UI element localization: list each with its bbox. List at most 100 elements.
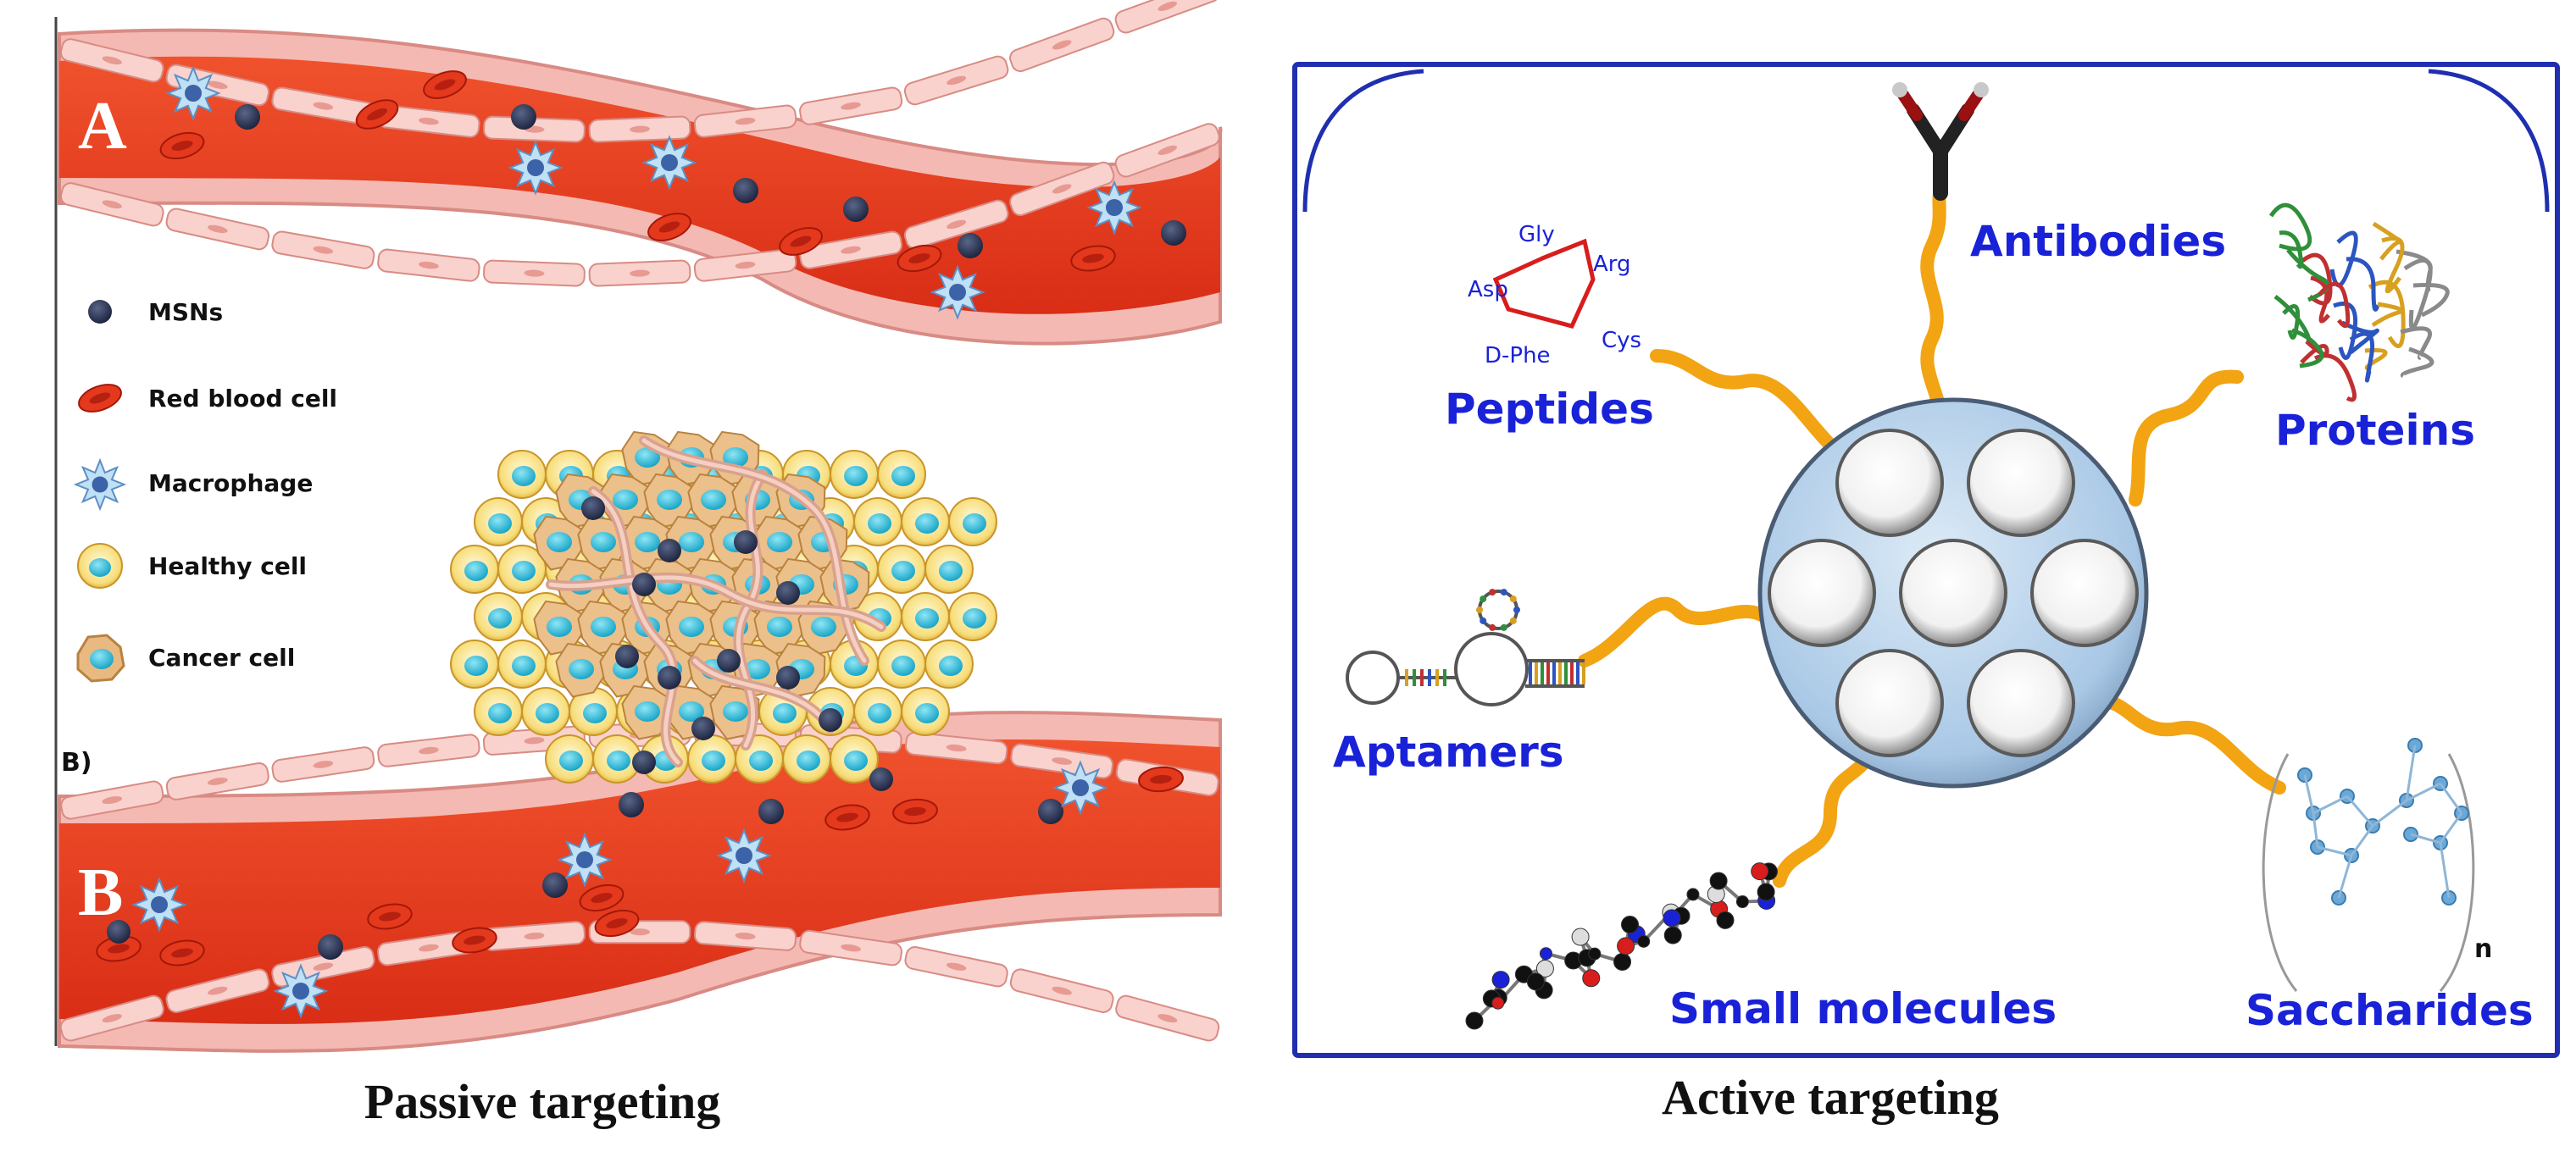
molecule-atom bbox=[1527, 973, 1544, 990]
red-blood-cell-icon bbox=[75, 379, 125, 417]
msn-particle bbox=[733, 178, 758, 203]
molecule-atom bbox=[1621, 917, 1638, 933]
msn-icon bbox=[88, 300, 112, 324]
healthy-cell-nucleus bbox=[844, 466, 868, 486]
msn-particle bbox=[318, 934, 343, 960]
legend-item-red-blood-cell: Red blood cell bbox=[75, 379, 337, 417]
macrophage-nucleus bbox=[661, 154, 678, 171]
cancer-cell-nucleus bbox=[547, 617, 572, 637]
molecule-atom bbox=[1752, 863, 1768, 880]
nanoparticle-pore bbox=[1968, 651, 2074, 756]
vessel-b-label: B bbox=[78, 856, 123, 930]
legend-label-msns: MSNs bbox=[148, 298, 223, 326]
healthy-cell-nucleus bbox=[963, 513, 986, 534]
healthy-cell-nucleus bbox=[915, 608, 939, 629]
nanoparticle-pore bbox=[1901, 540, 2006, 645]
msn-particle bbox=[511, 104, 536, 130]
aptamer-nucleotide bbox=[1513, 606, 1520, 613]
healthy-cell-nucleus bbox=[963, 608, 986, 629]
legend: MSNs Red blood cell Macrophage Healthy c… bbox=[75, 298, 337, 681]
aptamer-nucleotide bbox=[1510, 618, 1517, 624]
cancer-cell-nucleus bbox=[635, 532, 660, 552]
cancer-cell-nucleus bbox=[657, 490, 682, 510]
msn-particle bbox=[843, 197, 869, 222]
healthy-cell-nucleus bbox=[844, 750, 868, 771]
vessel-a-label: A bbox=[78, 89, 127, 163]
healthy-cell-nucleus bbox=[915, 703, 939, 723]
molecule-atom bbox=[1572, 928, 1589, 945]
molecule-atom bbox=[1583, 970, 1600, 987]
blood-vessel-a bbox=[59, 0, 1222, 344]
nanoparticle-pore bbox=[1837, 430, 1942, 535]
msn-particle bbox=[776, 581, 800, 605]
healthy-cell-nucleus bbox=[891, 466, 915, 486]
legend-label-macrophage: Macrophage bbox=[148, 469, 313, 497]
nanoparticle-pore bbox=[1837, 651, 1942, 756]
aptamer-nucleotide bbox=[1480, 618, 1486, 624]
label-aptamers: Aptamers bbox=[1333, 728, 1564, 777]
msn-particle bbox=[658, 539, 681, 562]
cancer-cell-nucleus bbox=[613, 490, 638, 510]
healthy-cell-nucleus bbox=[939, 561, 963, 581]
label-antibodies: Antibodies bbox=[1970, 217, 2226, 266]
macrophage-nucleus bbox=[151, 896, 168, 913]
healthy-cell-nucleus bbox=[915, 513, 939, 534]
msn-particle bbox=[776, 666, 800, 690]
macrophage-nucleus bbox=[576, 851, 593, 868]
healthy-cell-nucleus bbox=[583, 703, 607, 723]
healthy-cell-nucleus bbox=[512, 561, 536, 581]
molecule-atom bbox=[1618, 938, 1635, 955]
molecule-atom bbox=[1757, 883, 1774, 900]
msn-particle bbox=[1038, 799, 1063, 824]
nanoparticle-pore bbox=[2032, 540, 2137, 645]
aptamer-nucleotide bbox=[1489, 624, 1496, 631]
molecule-atom bbox=[1717, 911, 1734, 928]
healthy-cell-nucleus bbox=[868, 703, 891, 723]
macrophage-nucleus bbox=[736, 847, 752, 864]
msn-particle bbox=[734, 530, 758, 554]
healthy-cell-nucleus bbox=[512, 656, 536, 676]
cancer-cell-nucleus bbox=[679, 532, 704, 552]
msn-particle bbox=[717, 649, 741, 673]
molecule-atom bbox=[1664, 927, 1681, 944]
molecule-atom bbox=[1614, 953, 1631, 970]
msn-particle bbox=[1161, 220, 1186, 246]
macrophage-nucleus bbox=[527, 159, 544, 176]
healthy-cell-nucleus bbox=[939, 656, 963, 676]
legend-item-cancer-cell: Cancer cell bbox=[78, 635, 295, 681]
cancer-cell-nucleus bbox=[635, 701, 660, 722]
msn-particle bbox=[632, 573, 656, 596]
healthy-cell-nucleus bbox=[512, 466, 536, 486]
molecule-atom bbox=[1540, 948, 1552, 960]
legend-item-msns: MSNs bbox=[88, 298, 223, 326]
msn-particle bbox=[658, 666, 681, 690]
section-b-marker: B) bbox=[61, 748, 92, 778]
healthy-cell-nucleus bbox=[607, 750, 630, 771]
msn-particle bbox=[615, 645, 639, 668]
molecule-atom bbox=[1687, 889, 1699, 900]
molecule-atom bbox=[1466, 1012, 1483, 1029]
molecule-atom bbox=[1663, 910, 1680, 927]
healthy-cell-nucleus bbox=[702, 750, 725, 771]
legend-label-cancer-cell: Cancer cell bbox=[148, 644, 295, 672]
macrophage-nucleus bbox=[292, 983, 309, 1000]
healthy-cell-nucleus bbox=[891, 656, 915, 676]
tumor-cluster bbox=[451, 432, 997, 783]
msn-particle bbox=[632, 750, 656, 774]
healthy-cell-nucleus bbox=[868, 513, 891, 534]
healthy-cell-icon bbox=[78, 544, 122, 588]
msn-particle bbox=[958, 233, 983, 258]
healthy-cell-nucleus bbox=[464, 656, 488, 676]
mesoporous-nanoparticle bbox=[1760, 400, 2146, 786]
cancer-cell-nucleus bbox=[811, 617, 836, 637]
macrophage-nucleus bbox=[92, 477, 108, 493]
legend-item-macrophage: Macrophage bbox=[76, 461, 314, 509]
residue-asp: Asp bbox=[1468, 277, 1508, 302]
healthy-cell-nucleus bbox=[488, 608, 512, 629]
molecule-atom bbox=[1736, 896, 1748, 908]
molecule-atom bbox=[1492, 972, 1509, 989]
macrophage-nucleus bbox=[949, 284, 966, 301]
molecule-atom bbox=[1492, 997, 1504, 1009]
residue-gly: Gly bbox=[1518, 222, 1555, 247]
